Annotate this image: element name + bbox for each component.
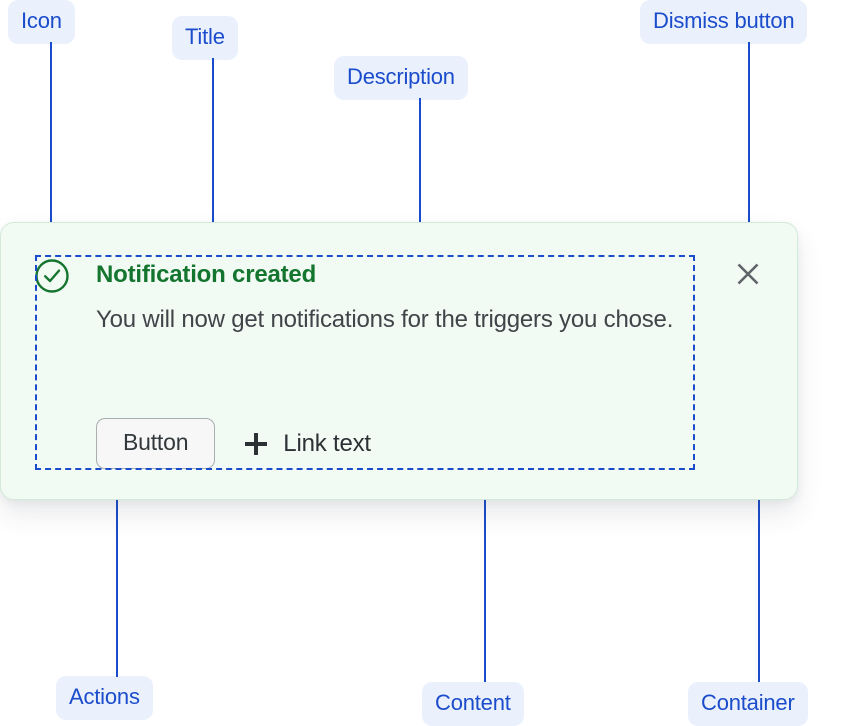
annotation-label-content: Content xyxy=(422,682,524,726)
leader-line-title xyxy=(212,58,214,264)
annotation-label-dismiss-button: Dismiss button xyxy=(640,0,808,44)
annotation-label-container: Container xyxy=(688,682,808,726)
annotation-label-actions: Actions xyxy=(56,676,153,720)
leader-line-dismiss-button xyxy=(748,42,750,248)
dismiss-button[interactable] xyxy=(732,258,764,290)
action-button[interactable]: Button xyxy=(96,418,216,469)
leader-line-actions xyxy=(116,465,118,677)
success-check-circle-icon xyxy=(34,258,70,294)
plus-icon xyxy=(245,432,268,455)
leader-line-description xyxy=(419,98,421,303)
notification-title: Notification created xyxy=(96,261,317,288)
action-link-label: Link text xyxy=(283,429,371,457)
annotation-label-title: Title xyxy=(172,16,238,60)
notification-description: You will now get notifications for the t… xyxy=(96,306,674,333)
leader-line-icon xyxy=(50,42,52,250)
close-icon xyxy=(737,263,759,285)
annotation-label-icon: Icon xyxy=(8,0,75,44)
notification-text-block: Notification created You will now get no… xyxy=(96,258,692,340)
notification-actions: Button Link text xyxy=(96,418,371,469)
action-link[interactable]: Link text xyxy=(245,429,371,457)
annotation-label-description: Description xyxy=(334,56,468,100)
leader-line-container xyxy=(758,472,760,682)
leader-line-content xyxy=(484,470,486,682)
